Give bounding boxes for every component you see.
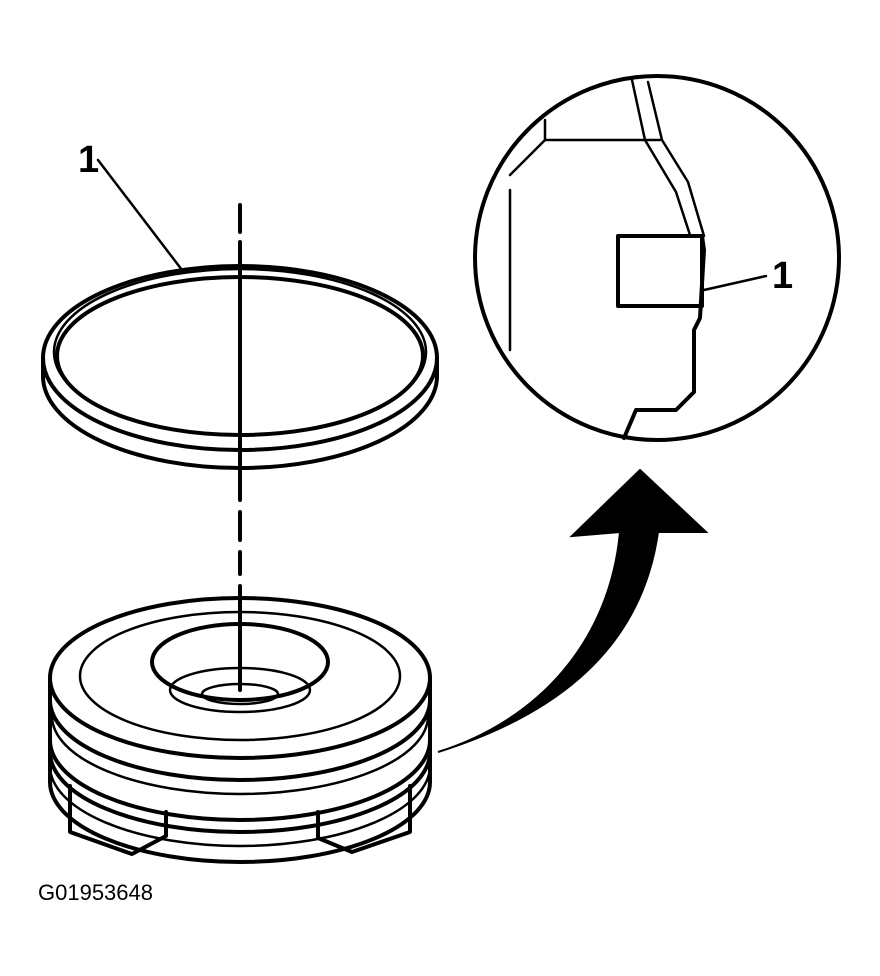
detail-view bbox=[473, 74, 841, 442]
callout-label-ring: 1 bbox=[78, 139, 99, 181]
piston-housing bbox=[48, 596, 432, 864]
callout-label-detail: 1 bbox=[772, 255, 793, 297]
detail-arrow bbox=[437, 468, 709, 753]
callout-leader-detail bbox=[702, 274, 768, 292]
callout-leader-ring bbox=[96, 158, 184, 272]
figure-id: G01953648 bbox=[38, 880, 153, 905]
seal-cross-section bbox=[616, 234, 704, 308]
